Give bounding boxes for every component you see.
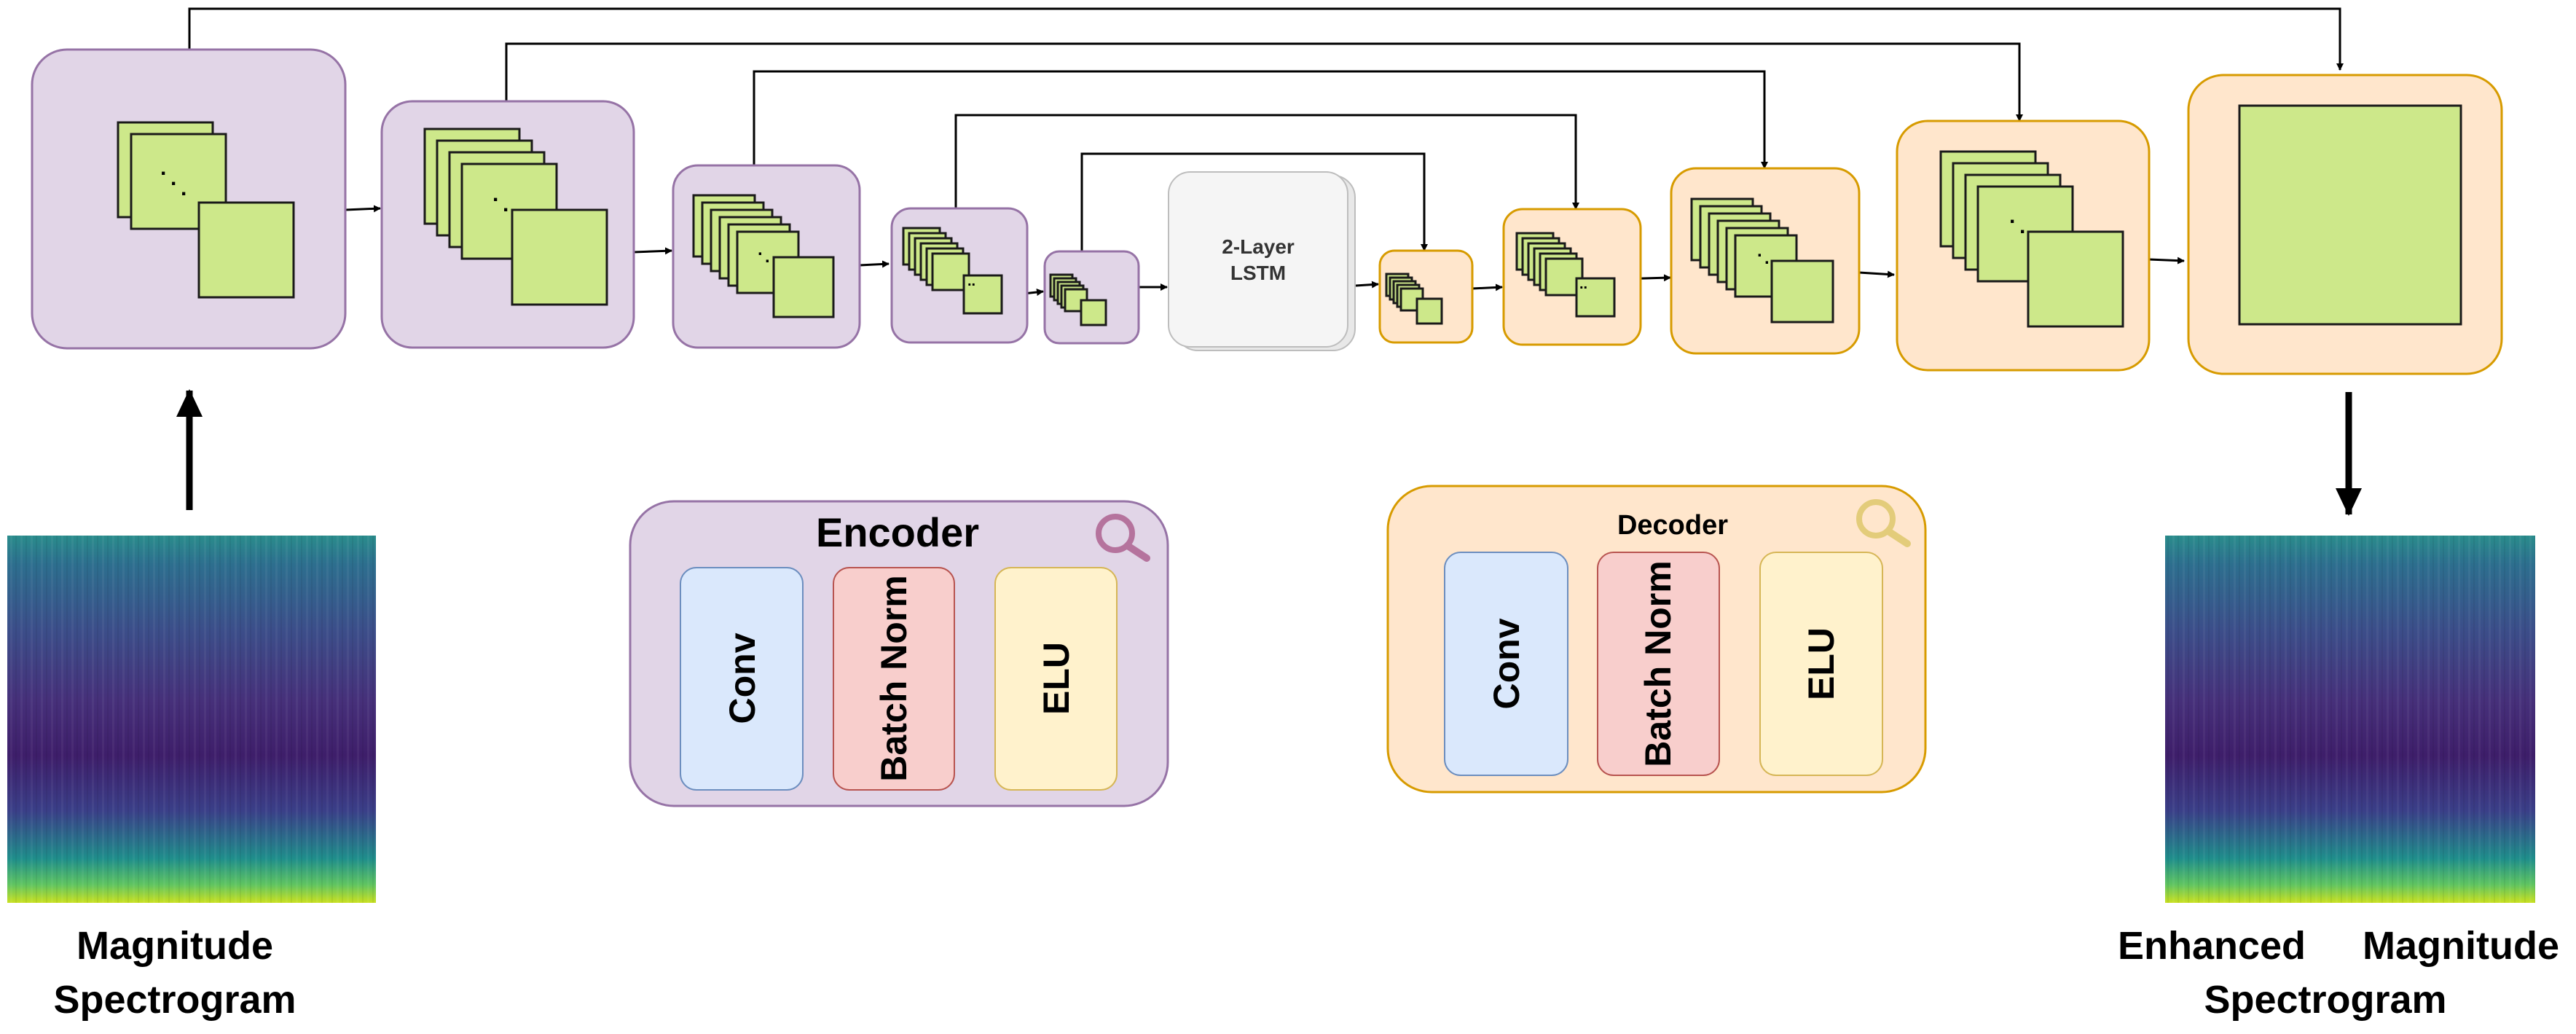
svg-text:..: .. [1579,276,1587,292]
skip-connection-5 [1080,152,1428,251]
output-caption-line2: Spectrogram [2204,978,2446,1022]
input-caption-line2: Spectrogram [53,978,296,1022]
svg-text:.: . [1757,241,1762,261]
svg-text:.: . [2009,204,2015,228]
encoder-conv-label: Conv [722,632,763,724]
output-caption-line1a: Enhanced [2118,924,2306,968]
svg-text:.: . [492,182,498,206]
svg-text:.: . [1764,248,1770,268]
skip-connection-3 [753,70,1768,169]
skip-connection-2 [505,42,2023,122]
lstm-block: 2-Layer LSTM [1168,171,1356,351]
input-spectrogram [7,536,376,903]
output-caption-line1b: Magnitude [2363,924,2559,968]
lstm-label-line1: 2-Layer [1222,235,1295,258]
magnifier-icon [1856,499,1911,547]
magnifier-icon [1096,514,1150,562]
encoder-batchnorm-label: Batch Norm [873,575,914,781]
svg-text:.: . [2019,214,2025,238]
svg-text:.: . [181,176,186,200]
encoder-block-4: .. [890,207,1029,344]
skip-connection-1 [188,7,2344,71]
forward-arrow [345,205,381,213]
input-caption-line1: Magnitude [76,924,273,968]
skip-connections [188,7,2344,251]
forward-arrow [1355,281,1379,289]
svg-text:.: . [160,156,166,180]
skip-connection-4 [954,114,1579,210]
forward-arrow [2148,256,2185,265]
decoder-legend: Decoder Conv Batch Norm ELU [1386,485,1927,794]
encoder-block-2: . . [380,100,635,349]
forward-arrow [859,260,890,268]
encoder-block-5 [1043,250,1140,345]
svg-text:.: . [503,192,508,216]
decoder-block-5 [2187,74,2503,375]
decoder-block-2: .. [1502,208,1642,346]
encoder-legend-title: Encoder [816,509,979,555]
svg-text:.: . [170,166,176,190]
decoder-block-1 [1378,249,1474,344]
decoder-legend-title: Decoder [1617,510,1728,541]
lstm-label-line2: LSTM [1230,262,1286,284]
forward-arrow [1858,270,1895,278]
decoder-block-4: . . [1896,120,2151,372]
forward-arrow [633,247,672,255]
decoder-elu-label: ELU [1801,627,1842,700]
output-spectrogram [2165,536,2535,903]
encoder-legend: Encoder Conv Batch Norm ELU [629,500,1169,807]
decoder-conv-label: Conv [1486,618,1527,709]
encoder-elu-label: ELU [1036,642,1077,715]
encoder-block-3: . . [672,164,861,349]
svg-text:.: . [758,240,763,259]
svg-text:..: .. [967,273,975,289]
decoder-block-3: . . [1670,167,1861,355]
decoder-batchnorm-label: Batch Norm [1638,560,1678,767]
forward-arrow [1472,283,1503,291]
svg-text:.: . [765,247,770,267]
encoder-block-1: . . . [31,48,347,350]
